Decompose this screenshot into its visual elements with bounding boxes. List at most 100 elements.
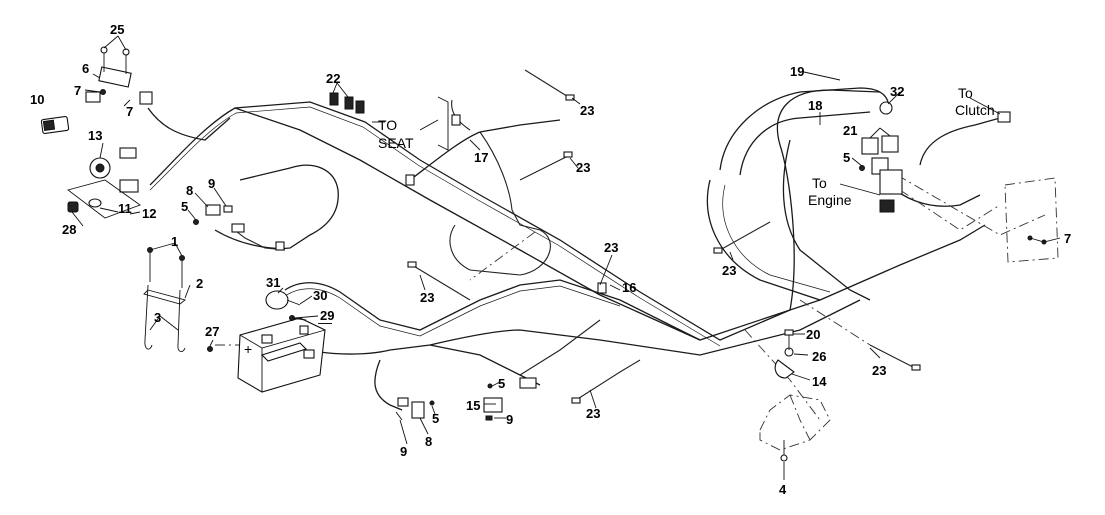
callout-19: 19 [790, 64, 804, 79]
to-seat-label-line1: TO [378, 117, 397, 133]
callout-20: 20 [806, 327, 820, 342]
mounting-plate [1004, 177, 1059, 263]
plug-8-lower [397, 397, 409, 407]
switch-face-10 [42, 119, 56, 132]
relay-32 [879, 101, 893, 115]
callout-8-lower: 8 [425, 434, 432, 449]
callout-30: 30 [313, 288, 327, 303]
ground-wire-23e [719, 221, 771, 251]
clamp-14 [774, 359, 795, 379]
callout-4: 4 [779, 482, 787, 497]
battery-plus-label: + [244, 341, 252, 357]
harness-clip-a [405, 174, 415, 186]
connector-6b [139, 91, 153, 105]
callout-5-relay: 5 [498, 376, 505, 391]
callout-26: 26 [812, 349, 826, 364]
callout-2: 2 [196, 276, 203, 291]
callout-27: 27 [205, 324, 219, 339]
callout-28: 28 [62, 222, 76, 237]
callout-8-upper: 8 [186, 183, 193, 198]
callout-13: 13 [88, 128, 102, 143]
bolt-29-line [291, 317, 307, 321]
rod-3a [144, 284, 153, 350]
to-engine-label-line1: To [812, 175, 827, 191]
nut-11 [88, 198, 102, 208]
callout-23-d: 23 [586, 406, 600, 421]
relay-21a [861, 137, 879, 155]
callout-1: 1 [171, 234, 178, 249]
bracket-2 [143, 289, 186, 305]
callout-25: 25 [110, 22, 124, 37]
nut-9-relay [485, 415, 493, 421]
callout-9-lower: 9 [400, 444, 407, 459]
callout-21: 21 [843, 123, 857, 138]
callout-14: 14 [812, 374, 827, 389]
callout-31: 31 [266, 275, 280, 290]
nut-27 [207, 346, 213, 352]
knob-28 [67, 201, 79, 213]
engine-connector [879, 199, 895, 213]
ground-ring-23d [571, 397, 581, 404]
callout-29: 29 [320, 308, 334, 323]
screw-7a [100, 89, 106, 95]
callout-7-left: 7 [74, 83, 81, 98]
connector-7 [85, 91, 101, 103]
callout-5-right: 5 [843, 150, 850, 165]
destination-labels: TO SEAT To Engine To Clutch + — [244, 85, 995, 357]
cable-end-neg [303, 349, 315, 359]
callout-15: 15 [466, 398, 480, 413]
ground-ring-23c [407, 261, 417, 268]
battery-assembly [207, 290, 326, 393]
callout-9-upper: 9 [208, 176, 215, 191]
screw-25a-head [100, 46, 108, 54]
switch-9-upper [223, 205, 233, 213]
screw-5-right [859, 165, 865, 171]
callout-23-g: 23 [604, 240, 618, 255]
callout-22: 22 [326, 71, 340, 86]
to-clutch-label-line1: To [958, 85, 973, 101]
ground-ring-23f [911, 364, 921, 371]
ground-wire-23b [519, 155, 569, 181]
main-harness [147, 87, 1001, 411]
screw-5-upper [193, 219, 199, 225]
seat-bracket [437, 96, 449, 151]
to-engine-label-line2: Engine [808, 192, 852, 208]
leader-lines [71, 35, 1061, 480]
battery-minus-label: — [318, 314, 332, 330]
rod-3b [177, 289, 186, 352]
callout-6: 6 [82, 61, 89, 76]
callout-16: 16 [622, 280, 636, 295]
callout-23-a: 23 [580, 103, 594, 118]
ground-ring-23a [565, 94, 575, 101]
callout-9-relay: 9 [506, 412, 513, 427]
connector-22b [344, 96, 354, 110]
to-clutch-label-line2: Clutch [955, 102, 995, 118]
callout-23-e: 23 [722, 263, 736, 278]
cover-31 [265, 290, 289, 310]
battery-terminal-neg [299, 325, 309, 335]
callout-numbers: 1 2 3 4 5 5 5 5 6 7 7 7 8 8 9 9 9 10 11 … [30, 22, 1071, 497]
callout-7-right: 7 [1064, 231, 1071, 246]
battery-terminal-pos [261, 334, 273, 344]
plate-6 [98, 66, 132, 88]
plug-near-8 [231, 223, 245, 233]
ground-ring-23e [713, 247, 723, 254]
connector-22c [355, 100, 365, 114]
stud-1 [149, 253, 183, 288]
ground-wire-23d [575, 359, 641, 401]
connector-22a [329, 92, 339, 106]
relay-21b [881, 135, 899, 153]
engine-bracket [759, 394, 831, 451]
clip-9-lower [395, 411, 403, 421]
callout-17: 17 [474, 150, 488, 165]
harness-clip-c [275, 241, 285, 251]
screw-25b-head [122, 48, 130, 56]
seat-connector [451, 114, 461, 126]
reference-lines [215, 164, 1046, 421]
callout-23-b: 23 [576, 160, 590, 175]
callout-5-lower: 5 [432, 411, 439, 426]
callout-3: 3 [154, 310, 161, 325]
callout-5-upper: 5 [181, 199, 188, 214]
relay-15 [483, 397, 503, 413]
key-switch-center-13 [95, 163, 105, 173]
